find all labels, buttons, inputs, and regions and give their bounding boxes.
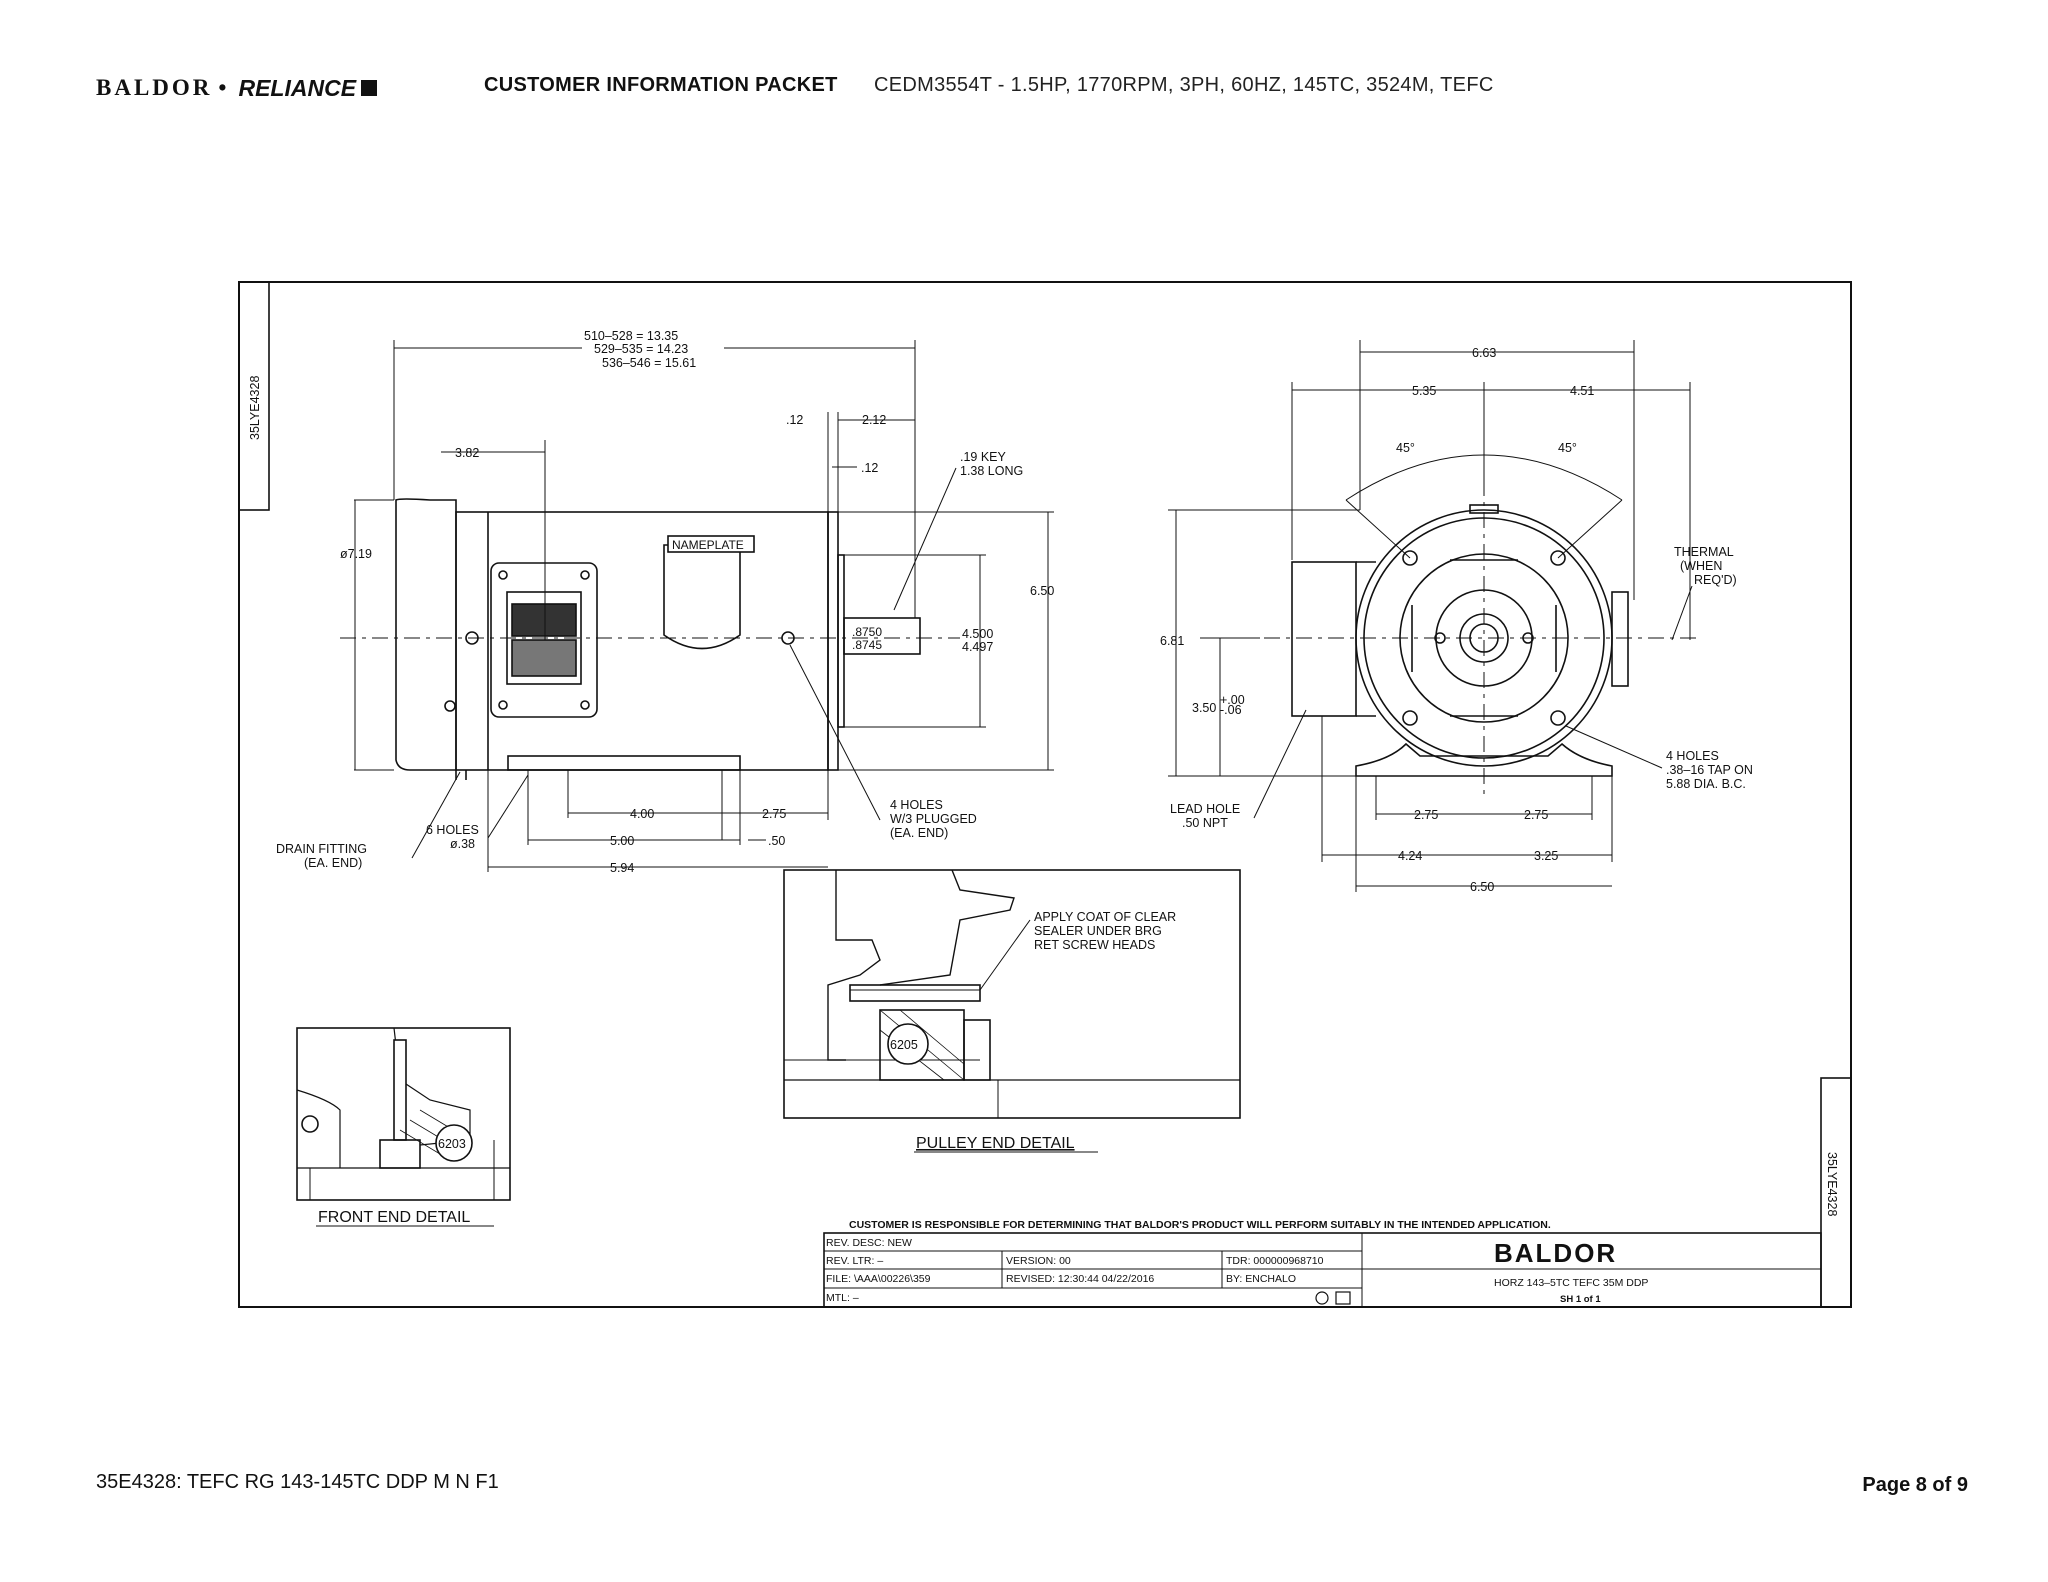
thermal-line3: REQ'D) (1694, 573, 1737, 587)
overall-length-1: 510–528 = 13.35 (584, 329, 678, 343)
end-view: 45° 45° 6.63 5.35 4.51 THERMAL (WHEN REQ… (1160, 340, 1753, 894)
holes-4-line3: (EA. END) (890, 826, 948, 840)
revised: REVISED: 12:30:44 04/22/2016 (1006, 1273, 1154, 1285)
key-label-2: 1.38 LONG (960, 464, 1023, 478)
angle-45-right: 45° (1558, 441, 1577, 455)
front-end-label: FRONT END DETAIL (318, 1209, 470, 1226)
reliance-mark-icon (361, 80, 378, 96)
shaft-dia-2: .8745 (852, 638, 882, 652)
tdr: TDR: 000000968710 (1226, 1255, 1324, 1267)
key-label-1: .19 KEY (960, 450, 1007, 464)
side-view: NAMEPLATE 510–528 = 13.35 529–535 = 14.2… (276, 329, 1054, 875)
dim-2-75-left: 2.75 (1414, 808, 1438, 822)
tag-box-left (238, 281, 270, 511)
holes-6-line1: 6 HOLES (426, 823, 479, 837)
tol-down: -.06 (1220, 703, 1242, 717)
drain-line1: DRAIN FITTING (276, 842, 367, 856)
dim-dia-7-19: ø7.19 (340, 547, 372, 561)
thermal-line2: (WHEN (1680, 559, 1722, 573)
angle-45-left: 45° (1396, 441, 1415, 455)
sheet-number: SH 1 of 1 (1560, 1294, 1601, 1305)
dim-012-b: .12 (861, 461, 878, 475)
tag-left: 35LYE4328 (248, 376, 262, 440)
dim-4-24: 4.24 (1398, 849, 1422, 863)
drawing-frame (238, 281, 1852, 1308)
by: BY: ENCHALO (1226, 1273, 1296, 1285)
drawing-desc: HORZ 143–5TC TEFC 35M DDP (1494, 1277, 1648, 1289)
version: VERSION: 00 (1006, 1255, 1071, 1267)
thermal-line1: THERMAL (1674, 545, 1734, 559)
file: FILE: \AAA\00226\359 (826, 1273, 931, 1285)
model-line: CEDM3554T - 1.5HP, 1770RPM, 3PH, 60HZ, 1… (874, 74, 1494, 96)
dim-6-81: 6.81 (1160, 634, 1184, 648)
dim-2-75-right: 2.75 (1524, 808, 1548, 822)
dim-5-35: 5.35 (1412, 384, 1436, 398)
dim-6-50-end: 6.50 (1470, 880, 1494, 894)
brand-separator: • (218, 75, 227, 100)
tag-right: 35LYE4328 (1825, 1152, 1839, 1216)
overall-length-2: 529–535 = 14.23 (594, 342, 688, 356)
bearing-6203: 6203 (438, 1137, 466, 1151)
dim-6-50: 6.50 (1030, 584, 1054, 598)
title-block: CUSTOMER IS RESPONSIBLE FOR DETERMINING … (823, 1219, 1822, 1308)
dim-2-75: 2.75 (762, 807, 786, 821)
dim-5-94: 5.94 (610, 861, 634, 875)
disclaimer: CUSTOMER IS RESPONSIBLE FOR DETERMINING … (849, 1219, 1551, 1231)
sealer-line1: APPLY COAT OF CLEAR (1034, 910, 1176, 924)
drain-line2: (EA. END) (304, 856, 362, 870)
dim-0-50: .50 (768, 834, 785, 848)
front-end-detail: 6203 FRONT END DETAIL (296, 1027, 511, 1227)
rev-ltr: REV. LTR: – (826, 1255, 883, 1267)
pulley-end-label: PULLEY END DETAIL (916, 1135, 1075, 1152)
tap-line3: 5.88 DIA. B.C. (1666, 777, 1746, 791)
pulley-end-detail: 6205 APPLY COAT OF CLEAR SEALER UNDER BR… (783, 869, 1241, 1153)
footer-doc-id: 35E4328: TEFC RG 143-145TC DDP M N F1 (96, 1471, 499, 1493)
sealer-line3: RET SCREW HEADS (1034, 938, 1155, 952)
dim-012-a: .12 (786, 413, 803, 427)
dim-3-25: 3.25 (1534, 849, 1558, 863)
holes-4-line1: 4 HOLES (890, 798, 943, 812)
dim-2-12: 2.12 (862, 413, 886, 427)
shaft-dia-1: .8750 (852, 625, 882, 639)
dim-3-82: 3.82 (455, 446, 479, 460)
holes-4-line2: W/3 PLUGGED (890, 812, 977, 826)
packet-title: CUSTOMER INFORMATION PACKET (484, 74, 838, 96)
dim-3-50: 3.50 (1192, 701, 1216, 715)
lead-hole-line1: LEAD HOLE (1170, 802, 1240, 816)
mtl: MTL: – (826, 1292, 859, 1304)
dim-6-63: 6.63 (1472, 346, 1496, 360)
footer-page-number: Page 8 of 9 (1862, 1474, 1968, 1496)
tap-line2: .38–16 TAP ON (1666, 763, 1753, 777)
overall-length-3: 536–546 = 15.61 (602, 356, 696, 370)
dim-4-00: 4.00 (630, 807, 654, 821)
projection-symbol-icon (1315, 1291, 1329, 1305)
dim-5-00: 5.00 (610, 834, 634, 848)
brand-logo: BALDOR • RELIANCE (96, 72, 378, 104)
tol-up: +.00 (1220, 693, 1245, 707)
nameplate-label: NAMEPLATE (672, 538, 744, 552)
sealer-line2: SEALER UNDER BRG (1034, 924, 1162, 938)
holes-6-line2: ø.38 (450, 837, 475, 851)
brand-reliance: RELIANCE (238, 74, 357, 101)
tap-line1: 4 HOLES (1666, 749, 1719, 763)
pilot-dia-2: 4.497 (962, 640, 993, 654)
company-logo: BALDOR (1494, 1238, 1617, 1268)
rev-desc: REV. DESC: NEW (826, 1237, 912, 1249)
pilot-dia-1: 4.500 (962, 627, 993, 641)
brand-baldor: BALDOR (96, 75, 213, 100)
tag-box-right (1820, 1077, 1852, 1308)
dim-4-51: 4.51 (1570, 384, 1594, 398)
lead-hole-line2: .50 NPT (1182, 816, 1228, 830)
bearing-6205: 6205 (890, 1038, 918, 1052)
